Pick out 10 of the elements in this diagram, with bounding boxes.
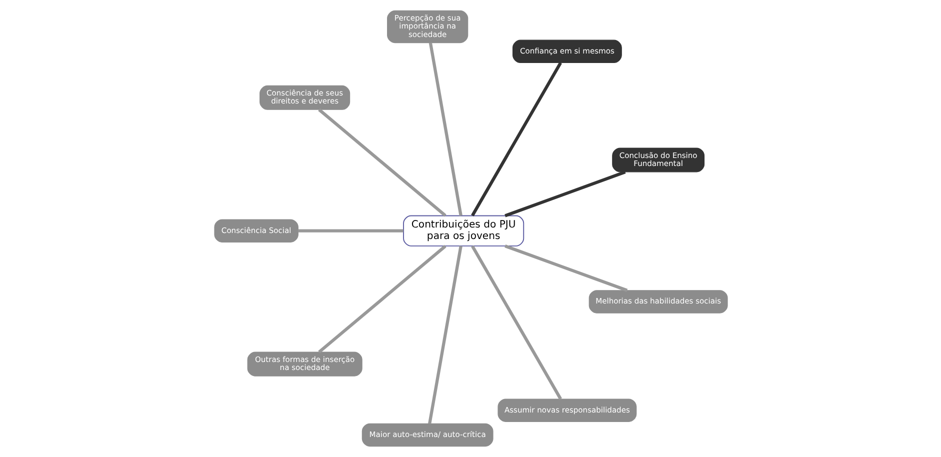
- connector: [470, 62, 562, 216]
- node-box: Contribuições do PJU para os jovens: [402, 215, 524, 246]
- connector: [318, 108, 446, 217]
- connector: [504, 170, 626, 218]
- connector: [504, 244, 628, 292]
- connector: [318, 244, 446, 354]
- connector: [298, 229, 403, 232]
- connector: [428, 246, 462, 424]
- connector: [428, 42, 462, 216]
- connector: [470, 245, 562, 400]
